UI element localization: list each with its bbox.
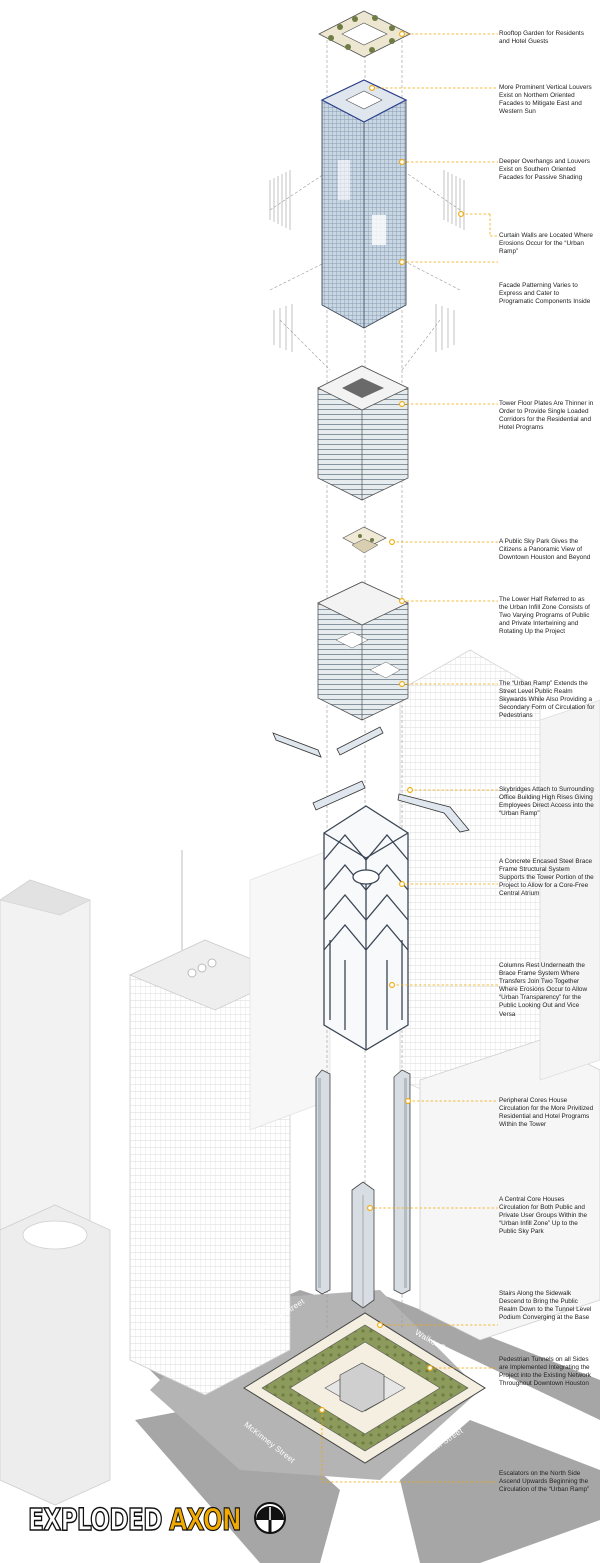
tower-floor-plates: [317, 365, 409, 501]
road-walker: [370, 1290, 600, 1420]
title-word-axon: AXON: [169, 1502, 242, 1538]
skybridges: [272, 726, 470, 833]
annotation-overhangs: Deeper Overhangs and Louvers Exist on So…: [499, 158, 590, 182]
annotation-vertical-louvers: More Prominent Vertical Louvers Exist on…: [499, 84, 592, 116]
context-building-rotunda: [0, 1204, 111, 1506]
peripheral-cores: [315, 1069, 411, 1295]
north-arrow-icon: [254, 1502, 286, 1534]
leader-lines: [321, 33, 498, 1483]
annotation-floor-plates: Tower Floor Plates Are Thinner in Order …: [499, 400, 594, 432]
annotation-central-core: A Central Core Houses Circulation for Bo…: [499, 1196, 588, 1236]
annotation-escalators: Escalators on the North Side Ascend Upwa…: [499, 1470, 590, 1494]
brace-frame-structure: [323, 805, 409, 1051]
diagram-title: EXPLODED AXON: [27, 1502, 242, 1539]
podium-base: [243, 1312, 486, 1464]
city-context: [0, 649, 600, 1563]
annotation-columns: Columns Rest Underneath the Brace Frame …: [499, 962, 588, 1018]
annotation-skybridges: Skybridges Attach to Surrounding Office …: [499, 786, 594, 818]
central-core: [351, 1181, 375, 1309]
annotation-peripheral-cores: Peripheral Cores House Circulation for t…: [499, 1097, 594, 1129]
urban-infill-zone: [317, 581, 409, 721]
annotation-rooftop-garden: Rooftop Garden for Residents and Hotel G…: [499, 30, 584, 46]
annotation-brace-frame: A Concrete Encased Steel Brace Frame Str…: [499, 858, 594, 898]
upper-tower-facade: [269, 79, 465, 352]
context-tower-left-roof: [0, 879, 91, 916]
rooftop-garden: [318, 10, 411, 58]
annotation-pedestrian-tunnels: Pedestrian Tunnels on all Sides are Impl…: [499, 1356, 591, 1388]
annotation-stairs: Stairs Along the Sidewalk Descend to Bri…: [499, 1290, 592, 1322]
leader-dots: [319, 31, 464, 1413]
road-milam: [400, 1420, 600, 1563]
annotation-urban-infill-zone: The Lower Half Referred to as the Urban …: [499, 596, 590, 636]
sky-park: [342, 526, 387, 554]
title-word-exploded: EXPLODED: [27, 1502, 163, 1539]
annotation-sky-park: A Public Sky Park Gives the Citizens a P…: [499, 538, 591, 562]
annotation-curtain-walls: Curtain Walls are Located Where Erosions…: [499, 232, 593, 256]
context-building-far-right: [539, 699, 600, 1081]
road-mckinney: [135, 1400, 340, 1563]
annotation-facade-patterning: Facade Patterning Varies to Express and …: [499, 282, 591, 306]
annotation-urban-ramp: The “Urban Ramp” Extends the Street Leve…: [499, 680, 595, 720]
